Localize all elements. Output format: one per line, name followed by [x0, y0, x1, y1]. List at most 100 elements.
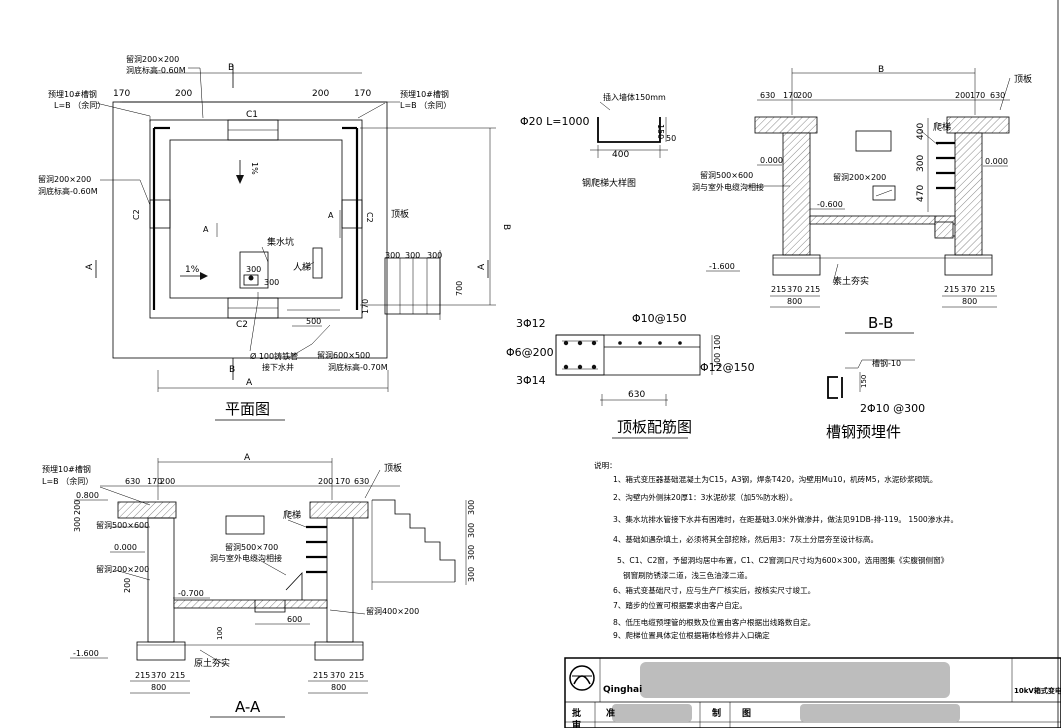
- title-approve2: 准: [606, 707, 615, 719]
- slab-dim-100-a: 100: [713, 335, 722, 350]
- plan-window-c2-right: C2: [365, 212, 374, 223]
- aa-hole-500: 留洞500×600: [96, 520, 149, 530]
- plan-slope-left: 1%: [185, 265, 200, 275]
- plan-view: [95, 65, 496, 392]
- title-company: Qinghai: [603, 685, 642, 695]
- aa-hole-200: 留洞200×200: [96, 564, 149, 574]
- aa-dim-170-left: 170: [147, 477, 162, 486]
- bb-hole-small: 留洞200×200: [833, 172, 886, 182]
- channel-embed-detail: 槽钢-10 150 2Φ10 @300 槽钢预埋件: [826, 358, 925, 441]
- plan-hole-left: 留洞200×200: [38, 174, 91, 184]
- plan-section-b-bottom: B: [229, 365, 235, 375]
- slab-dim-100-b: 100: [713, 353, 722, 368]
- aa-dim-170-right: 170: [335, 477, 350, 486]
- bb-ladder: 爬梯: [933, 121, 951, 133]
- aa-dim-370-r: 370: [330, 671, 345, 680]
- note-9: 9、爬梯位置具体定位根据箱体检修井入口确定: [613, 630, 770, 640]
- plan-dim-200-right: 200: [312, 89, 329, 99]
- channel-title: 槽钢预埋件: [826, 423, 901, 441]
- slab-rebar-phi10: Φ10@150: [632, 312, 687, 325]
- aa-hole-cable-sub: 洞与室外电缆沟相接: [210, 553, 282, 563]
- plan-section-a-inner-right: A: [328, 211, 334, 220]
- bb-dim-170-right: 170: [970, 91, 985, 100]
- aa-level-08: 0.800: [76, 491, 99, 500]
- aa-dim-215-l1: 215: [135, 671, 150, 680]
- aa-stair-300-4: 300: [467, 567, 476, 582]
- aa-dim-200-left: 200: [160, 477, 175, 486]
- ladder-rebar: Φ20 L=1000: [520, 115, 590, 128]
- plan-dim-300-b: 300: [264, 278, 279, 287]
- plan-hole-top: 留洞200×200: [126, 54, 179, 64]
- title-approve: 批: [572, 707, 581, 719]
- plan-slope-top: 1%: [250, 162, 259, 175]
- plan-pipe-sub: 接下水井: [262, 362, 294, 372]
- bb-level-0-left: 0.000: [760, 156, 783, 165]
- plan-labels: 170 200 200 170 B 预埋10#槽钢 L=B （余同） 留洞200…: [38, 54, 511, 421]
- aa-dim-100: 100: [216, 627, 224, 640]
- plan-sump: 集水坑: [267, 236, 294, 248]
- aa-hole-cable: 留洞500×700: [225, 542, 278, 552]
- plan-window-c1: C1: [246, 110, 258, 120]
- bb-hole-cable: 留洞500×600: [700, 170, 753, 180]
- plan-dim-b-right: B: [501, 224, 511, 230]
- bb-dim-b: B: [878, 65, 884, 75]
- plan-dim-170-bottom: 170: [361, 299, 370, 314]
- section-bb: B 630 170 200 200 170 630 顶板 爬梯 400 300 …: [692, 65, 1032, 334]
- note-7: 7、踏步的位置可根据要求由客户自定。: [613, 600, 747, 610]
- slab-rebar-detail: 3Φ12 Φ10@150 Φ6@200 3Φ14 Φ12@150 630 100…: [506, 312, 755, 439]
- blurred-title-region: [640, 662, 950, 698]
- aa-ladder: 爬梯: [283, 509, 301, 521]
- bb-top-board: 顶板: [1014, 73, 1032, 85]
- bb-dim-800-l: 800: [787, 297, 802, 306]
- plan-dim-b: B: [228, 63, 234, 73]
- aa-embed: 预埋10#槽钢: [42, 464, 91, 474]
- plan-section-a-inner: A: [203, 225, 209, 234]
- title-project: 10kV箱式变电工程: [1014, 686, 1061, 695]
- plan-embed-right: 预埋10#槽钢: [400, 89, 449, 99]
- note-2: 2、沟壁内外侧抹20厚1：3水泥砂浆（加5%防水粉）。: [613, 492, 797, 502]
- aa-dim-630-left: 630: [125, 477, 140, 486]
- aa-level-0: 0.000: [114, 543, 137, 552]
- plan-stair-300-3: 300: [427, 251, 442, 260]
- bb-dim-400: 400: [916, 123, 926, 140]
- aa-dim-200-b: 200: [123, 578, 132, 593]
- bb-dim-800-r: 800: [962, 297, 977, 306]
- plan-stair-300-1: 300: [385, 251, 400, 260]
- section-aa: 预埋10#槽钢 L=B （余同） A 顶板 630 170 200 200 17…: [42, 453, 476, 718]
- bb-dim-215-r1: 215: [944, 285, 959, 294]
- aa-dim-a: A: [244, 453, 251, 463]
- aa-dim-215-r1: 215: [313, 671, 328, 680]
- title-block: Qinghai 10kV箱式变电工程 批 准 制 图 审: [564, 657, 1061, 728]
- note-1: 1、箱式变压器基础混凝土为C15，A3钢，焊条T420，沟壁用Mu10，机砖M5…: [613, 474, 937, 484]
- plan-embed-left-sub: L=B （余同）: [54, 100, 105, 110]
- aa-embed-sub: L=B （余同）: [42, 476, 93, 486]
- plan-dim-300-a: 300: [246, 265, 261, 274]
- bb-level-16: -1.600: [709, 262, 735, 271]
- ladder-dim-400: 400: [612, 150, 629, 160]
- ladder-detail: 插入墙体150mm Φ20 L=1000 400 150 50 钢爬梯大样图: [520, 92, 676, 189]
- plan-dim-500: 500: [306, 317, 321, 326]
- aa-dim-200-right: 200: [318, 477, 333, 486]
- slab-dim-630: 630: [628, 390, 645, 400]
- notes-block: 说明： 1、箱式变压器基础混凝土为C15，A3钢，焊条T420，沟壁用Mu10，…: [594, 460, 958, 640]
- aa-dim-215-l2: 215: [170, 671, 185, 680]
- notes-heading: 说明：: [594, 460, 617, 470]
- aa-stair-300-1: 300: [467, 500, 476, 515]
- plan-stair-300-2: 300: [405, 251, 420, 260]
- slab-rebar-3phi12: 3Φ12: [516, 317, 546, 330]
- ladder-title: 钢爬梯大样图: [582, 177, 636, 189]
- plan-pipe: Ø 100铸铁管: [250, 351, 298, 361]
- bb-level-06: -0.600: [817, 200, 843, 209]
- plan-dim-170-left: 170: [113, 89, 130, 99]
- title-draw: 制: [712, 707, 721, 719]
- aa-top-board: 顶板: [384, 462, 402, 474]
- plan-window-c2-left: C2: [132, 209, 141, 220]
- aa-stair-300-3: 300: [467, 545, 476, 560]
- plan-hole-left-sub: 洞底标高-0.60M: [38, 186, 98, 196]
- note-5: 5、C1、C2窗，予留洞均居中布置，C1、C2窗洞口尺寸均为600×300，选用…: [617, 555, 948, 565]
- bb-dim-200-right: 200: [955, 91, 970, 100]
- aa-dim-215-r2: 215: [349, 671, 364, 680]
- channel-label: 槽钢-10: [872, 358, 901, 368]
- ladder-dim-150: 150: [656, 124, 665, 139]
